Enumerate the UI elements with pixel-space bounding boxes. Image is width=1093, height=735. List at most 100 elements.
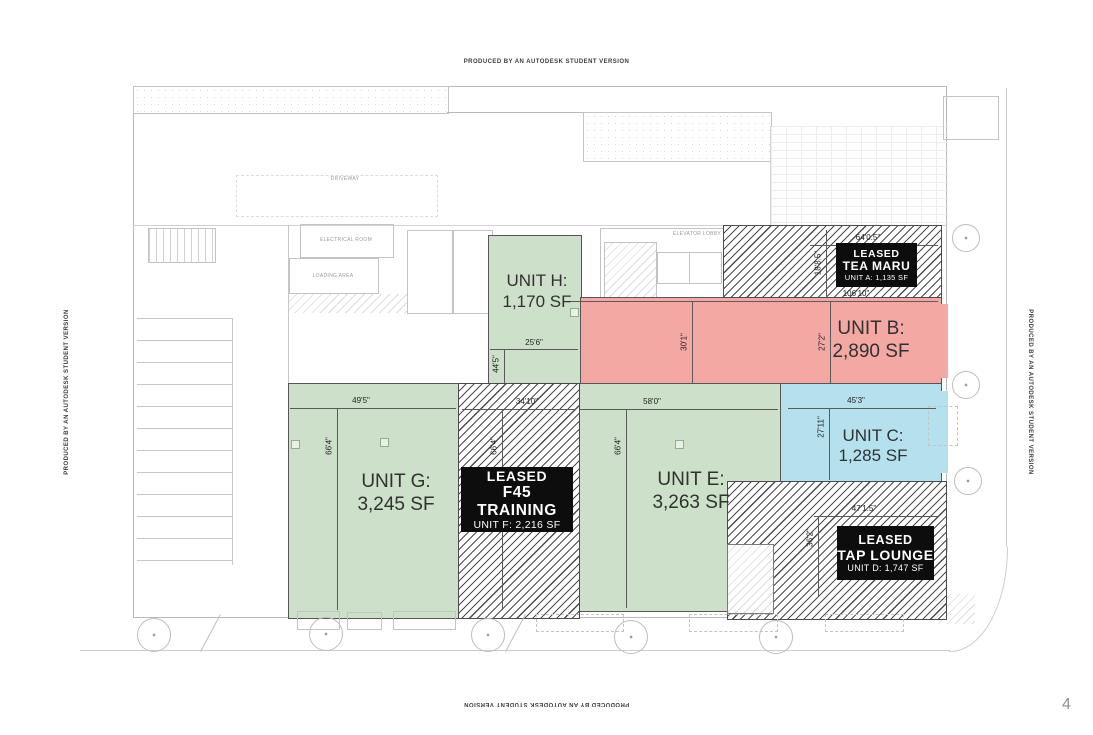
storefront-element [825,614,904,632]
unit-d-leased-status: LEASED [858,532,913,547]
watermark-left: PRODUCED BY AN AUTODESK STUDENT VERSION [64,309,70,475]
dim-line-unit-c-depth [829,408,830,480]
unit-g-region [288,383,460,619]
unit-b-area-sf: 2,890 SF [832,341,910,362]
section-tick [200,614,221,652]
column-grid-bubble [954,467,982,495]
recycle-room [452,230,493,314]
column-grid-bubble [471,618,505,652]
unit-h-name: UNIT H: [506,271,568,290]
unit-g-area-sf: 3,245 SF [357,494,435,515]
leased-box-unit-d: LEASED TAP LOUNGE UNIT D: 1,747 SF [837,526,934,580]
leased-box-unit-a: LEASED TEA MARU UNIT A: 1,135 SF [836,243,917,287]
dim-line-unit-b-depth-right [830,301,831,383]
dim-line-unit-h-width [490,349,578,350]
unit-h-label: UNIT H: 1,170 SF [503,270,572,312]
unit-e-area-sf: 3,263 SF [652,492,730,513]
door-marker [291,440,300,449]
unit-a-tenant: TEA MARU [842,258,911,273]
loading-ramp-hatch [289,294,407,313]
unit-g-label: UNIT G: 3,245 SF [357,470,434,516]
column-grid-bubble [952,224,980,252]
loading-area-label: LOADING AREA [312,273,354,279]
unit-c-region [780,383,942,483]
electrical-room [300,224,394,258]
dim-line-unit-e-width [580,409,778,410]
unit-b-label: UNIT B: 2,890 SF [832,317,909,363]
watermark-bottom: PRODUCED BY AN AUTODESK STUDENT VERSION [463,701,630,707]
corner-stair [935,594,975,624]
door-marker [380,438,389,447]
column-grid-bubble [614,620,648,654]
dim-unit-f-width: 34'10" [515,397,539,406]
unit-f-leased-status: LEASED [486,467,548,484]
building-wall-top [133,86,947,87]
dim-unit-a-width: 64'0.5" [855,233,881,242]
driveway-outline [236,175,438,217]
watermark-right: PRODUCED BY AN AUTODESK STUDENT VERSION [1027,309,1033,475]
dim-line-unit-a-depth [826,230,827,296]
unit-a-detail: UNIT A: 1,135 SF [844,272,909,282]
street-edge-right [1006,88,1007,547]
elevator-2 [689,252,722,284]
storefront-element [347,612,382,630]
electrical-room-label: ELECTRICAL ROOM [319,237,373,243]
unit-c-name: UNIT C: [842,426,904,445]
unit-a-leased-status: LEASED [853,247,900,260]
unit-c-label: UNIT C: 1,285 SF [839,426,908,466]
dim-unit-b-depth-left: 30'1" [679,333,689,351]
dim-line-unit-b-width [565,301,938,302]
column-grid-bubble [137,618,171,652]
parking-stall-edge [232,318,233,565]
storefront-element [536,614,624,632]
core-wall [288,225,289,383]
dim-unit-b-depth-right: 27'2" [817,333,827,351]
dim-line-unit-f-width [462,409,576,410]
street-edge-bottom [80,650,950,651]
page-number: 4 [1062,696,1071,713]
dim-unit-e-depth: 66'4" [613,437,623,455]
driveway-label: DRIVEWAY [330,176,360,182]
unit-b-name: UNIT B: [837,318,905,339]
unit-e-label: UNIT E: 3,263 SF [652,468,729,514]
unit-d-tenant: TAP LOUNGE [837,546,934,563]
unit-h-area-sf: 1,170 SF [502,292,572,311]
planting-strip-top-left [133,86,449,114]
top-edge-step [447,112,583,113]
storefront-element [393,611,456,630]
dim-unit-b-width: 106'10" [842,289,870,298]
dim-unit-h-width: 25'6" [525,338,543,347]
section-tick [505,614,526,652]
dim-unit-a-depth: 18'8.5" [813,250,823,276]
door-marker [675,440,684,449]
loading-area [289,258,379,294]
dim-line-unit-e-depth [626,409,627,608]
dim-line-unit-h-depth [504,349,505,383]
building-wall-left [133,86,134,618]
unit-g-name: UNIT G: [361,471,431,492]
unit-c-right-tab [940,391,948,473]
stair-top-left [148,228,216,263]
planting-block-mid [583,112,772,162]
elevator-lobby-label: ELEVATOR LOBBY [672,231,722,237]
dim-unit-c-depth: 27'11" [816,416,826,438]
planter-right-mid [928,406,958,446]
planter-right-top [943,96,999,140]
column-grid-bubble [309,617,343,651]
dim-unit-h-depth: 44'5" [491,355,501,373]
dim-unit-g-depth: 66'4" [324,437,334,455]
dim-line-unit-d-depth [818,516,819,596]
unit-d-detail: UNIT D: 1,747 SF [847,563,924,574]
elevator-1 [657,252,690,284]
unit-f-tenant: F45 TRAINING [477,483,557,519]
column-grid-bubble [759,620,793,654]
unit-c-area-sf: 1,285 SF [838,446,908,465]
dim-unit-d-width: 47'1.5" [851,504,877,513]
dim-line-unit-g-depth [337,408,338,610]
watermark-top: PRODUCED BY AN AUTODESK STUDENT VERSION [463,59,630,65]
core-stair [604,242,657,300]
sidewalk-brick-top-right [770,126,948,225]
leased-box-unit-f: LEASED F45 TRAINING UNIT F: 2,216 SF [461,467,573,532]
dim-unit-c-width: 45'3" [847,396,865,405]
unit-e-name: UNIT E: [657,469,725,490]
